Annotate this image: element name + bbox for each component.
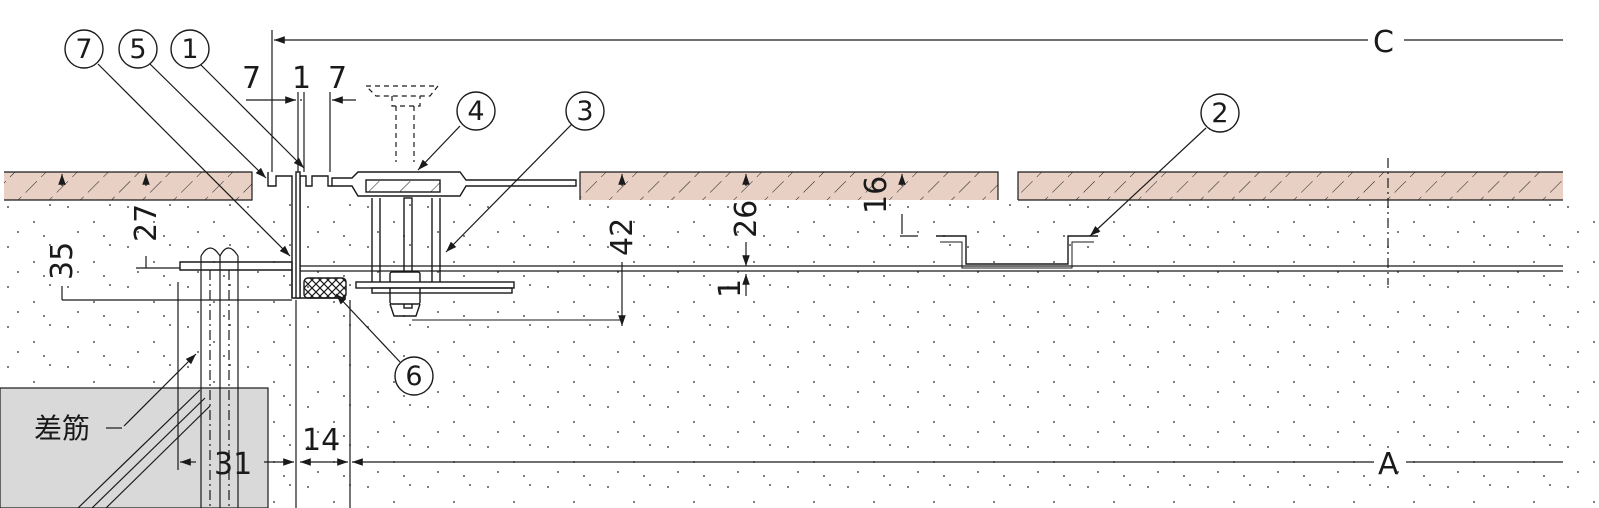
finish-layer	[4, 171, 1563, 201]
callout-2: 2	[1200, 93, 1240, 133]
dowel-bars	[77, 247, 239, 508]
dim-14: 14	[302, 423, 340, 458]
anchor-assembly	[331, 171, 622, 321]
dim-26: 26	[729, 200, 764, 238]
callout-4: 4	[456, 91, 496, 131]
dim-top-7a: 7	[242, 61, 261, 96]
reference-lines	[271, 30, 1563, 508]
dim-16: 16	[859, 176, 894, 214]
bolt-tool	[364, 85, 440, 162]
ref-c-label: C	[1373, 25, 1394, 60]
callout-5-text: 5	[129, 34, 146, 65]
dim-1: 1	[713, 279, 748, 298]
base-block	[0, 387, 269, 508]
dim-31: 31	[214, 447, 252, 482]
callout-7: 7	[64, 29, 104, 69]
cushion-6	[303, 277, 347, 299]
rebar-profile-2	[936, 235, 1098, 265]
dim-top-7b: 7	[328, 61, 347, 96]
callout-3-text: 3	[576, 96, 593, 127]
callout-7-text: 7	[75, 34, 92, 65]
dim-27: 27	[129, 204, 164, 242]
callout-6: 6	[394, 356, 434, 396]
rebar-label: 差筋	[34, 412, 90, 445]
dim-top-1: 1	[292, 61, 311, 96]
callout-1-text: 1	[181, 34, 198, 65]
dim-35: 35	[45, 242, 80, 280]
slab-lines	[300, 158, 1563, 285]
callout-6-text: 6	[405, 361, 422, 392]
dim-42: 42	[605, 218, 640, 256]
dimension-lines	[58, 92, 918, 508]
ref-a-label: A	[1378, 447, 1399, 482]
callout-4-text: 4	[467, 96, 484, 127]
callout-1: 1	[170, 29, 210, 69]
callout-2-text: 2	[1211, 98, 1228, 129]
callout-5: 5	[118, 29, 158, 69]
callout-leaders	[97, 63, 1207, 363]
callout-3: 3	[565, 91, 605, 131]
